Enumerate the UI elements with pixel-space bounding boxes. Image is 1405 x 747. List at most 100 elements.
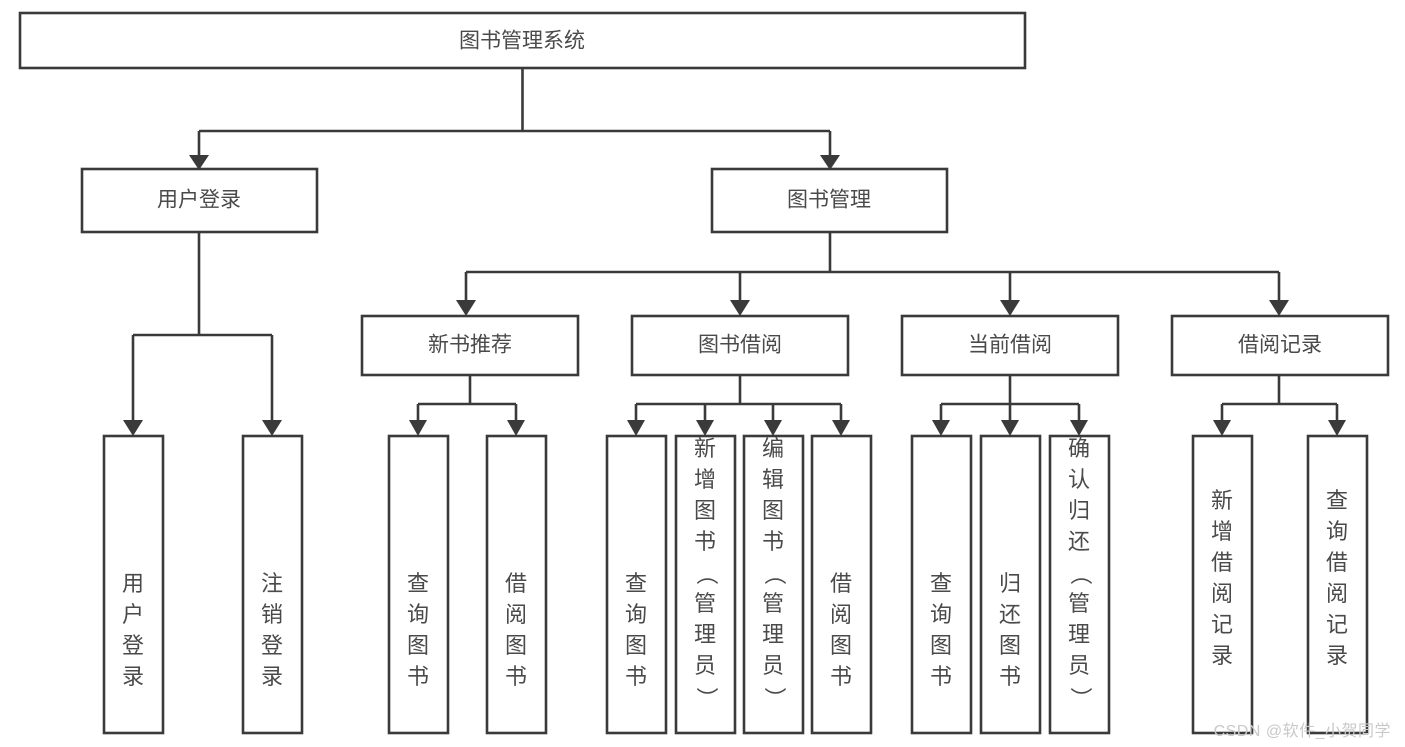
svg-text:记: 记 [1211,612,1233,637]
svg-text:辑: 辑 [762,467,784,492]
svg-text:理: 理 [694,622,716,647]
node-book-manage-label: 图书管理 [787,189,871,212]
svg-text:销: 销 [261,602,283,627]
svg-text:录: 录 [122,664,144,689]
connector-group-user-login [123,232,282,436]
svg-text:理: 理 [762,622,784,647]
svg-text:借: 借 [1326,550,1348,575]
svg-text:录: 录 [1326,643,1348,668]
svg-text:）: ） [694,687,719,709]
svg-text:编: 编 [762,436,784,461]
leaf-label: 用户登录 [122,571,144,689]
svg-text:新: 新 [1211,488,1233,513]
svg-text:书: 书 [999,664,1021,689]
connector-group-borrow-record [1213,375,1346,436]
svg-text:理: 理 [1068,622,1090,647]
svg-text:（: （ [694,563,719,585]
svg-text:确: 确 [1068,436,1090,461]
svg-text:图: 图 [505,633,527,658]
svg-text:询: 询 [930,602,952,627]
svg-text:阅: 阅 [505,602,527,627]
svg-text:录: 录 [261,664,283,689]
svg-text:查: 查 [1326,488,1348,513]
node-book-borrow[interactable]: 图书借阅 [630,314,850,377]
svg-text:归: 归 [1068,498,1090,523]
csdn-watermark: CSDN @软件_小贺同学 [1213,723,1391,740]
svg-text:阅: 阅 [830,602,852,627]
svg-text:借: 借 [505,571,527,596]
svg-text:归: 归 [999,571,1021,596]
node-book-manage[interactable]: 图书管理 [710,167,949,234]
node-borrow-record[interactable]: 借阅记录 [1170,314,1390,377]
svg-text:增: 增 [1211,519,1233,544]
svg-text:登: 登 [261,633,283,658]
svg-text:图: 图 [930,633,952,658]
svg-text:（: （ [762,563,787,585]
svg-text:管: 管 [762,591,784,616]
svg-text:阅: 阅 [1211,581,1233,606]
arrow-head-book-manage [820,155,840,170]
connector-group-current-borrow [932,375,1088,436]
svg-text:管: 管 [1068,591,1090,616]
node-root[interactable]: 图书管理系统 [18,11,1027,70]
svg-text:图: 图 [625,633,647,658]
connector-group-new-book-rec [409,375,525,436]
svg-text:）: ） [1068,687,1093,709]
node-new-book-rec[interactable]: 新书推荐 [360,314,580,377]
node-root-label: 图书管理系统 [459,30,585,53]
svg-text:图: 图 [999,633,1021,658]
connector-group-book-borrow [627,375,850,436]
svg-text:登: 登 [122,633,144,658]
svg-text:图: 图 [830,633,852,658]
svg-text:图: 图 [407,633,429,658]
node-user-login-label: 用户登录 [157,189,241,212]
leaf-node[interactable]: 用户登录 [102,434,165,735]
svg-text:新: 新 [694,436,716,461]
svg-text:记: 记 [1326,612,1348,637]
connector-group-book-manage [456,232,1289,316]
node-new-book-rec-label: 新书推荐 [428,334,512,357]
svg-text:书: 书 [694,529,716,554]
svg-text:（: （ [1068,563,1093,585]
svg-text:查: 查 [407,571,429,596]
svg-text:认: 认 [1068,467,1090,492]
svg-text:查: 查 [930,571,952,596]
svg-text:书: 书 [930,664,952,689]
svg-text:书: 书 [407,664,429,689]
svg-text:用: 用 [122,571,144,596]
svg-text:管: 管 [694,591,716,616]
svg-text:增: 增 [694,467,716,492]
svg-text:员: 员 [762,653,784,678]
node-current-borrow[interactable]: 当前借阅 [900,314,1120,377]
node-user-login[interactable]: 用户登录 [80,167,319,234]
svg-text:询: 询 [1326,519,1348,544]
svg-text:阅: 阅 [1326,581,1348,606]
svg-text:还: 还 [999,602,1021,627]
svg-text:询: 询 [625,602,647,627]
arrow-head-user-login [189,155,209,170]
svg-text:录: 录 [1211,643,1233,668]
svg-text:）: ） [762,687,787,709]
svg-text:图: 图 [762,498,784,523]
svg-text:还: 还 [1068,529,1090,554]
